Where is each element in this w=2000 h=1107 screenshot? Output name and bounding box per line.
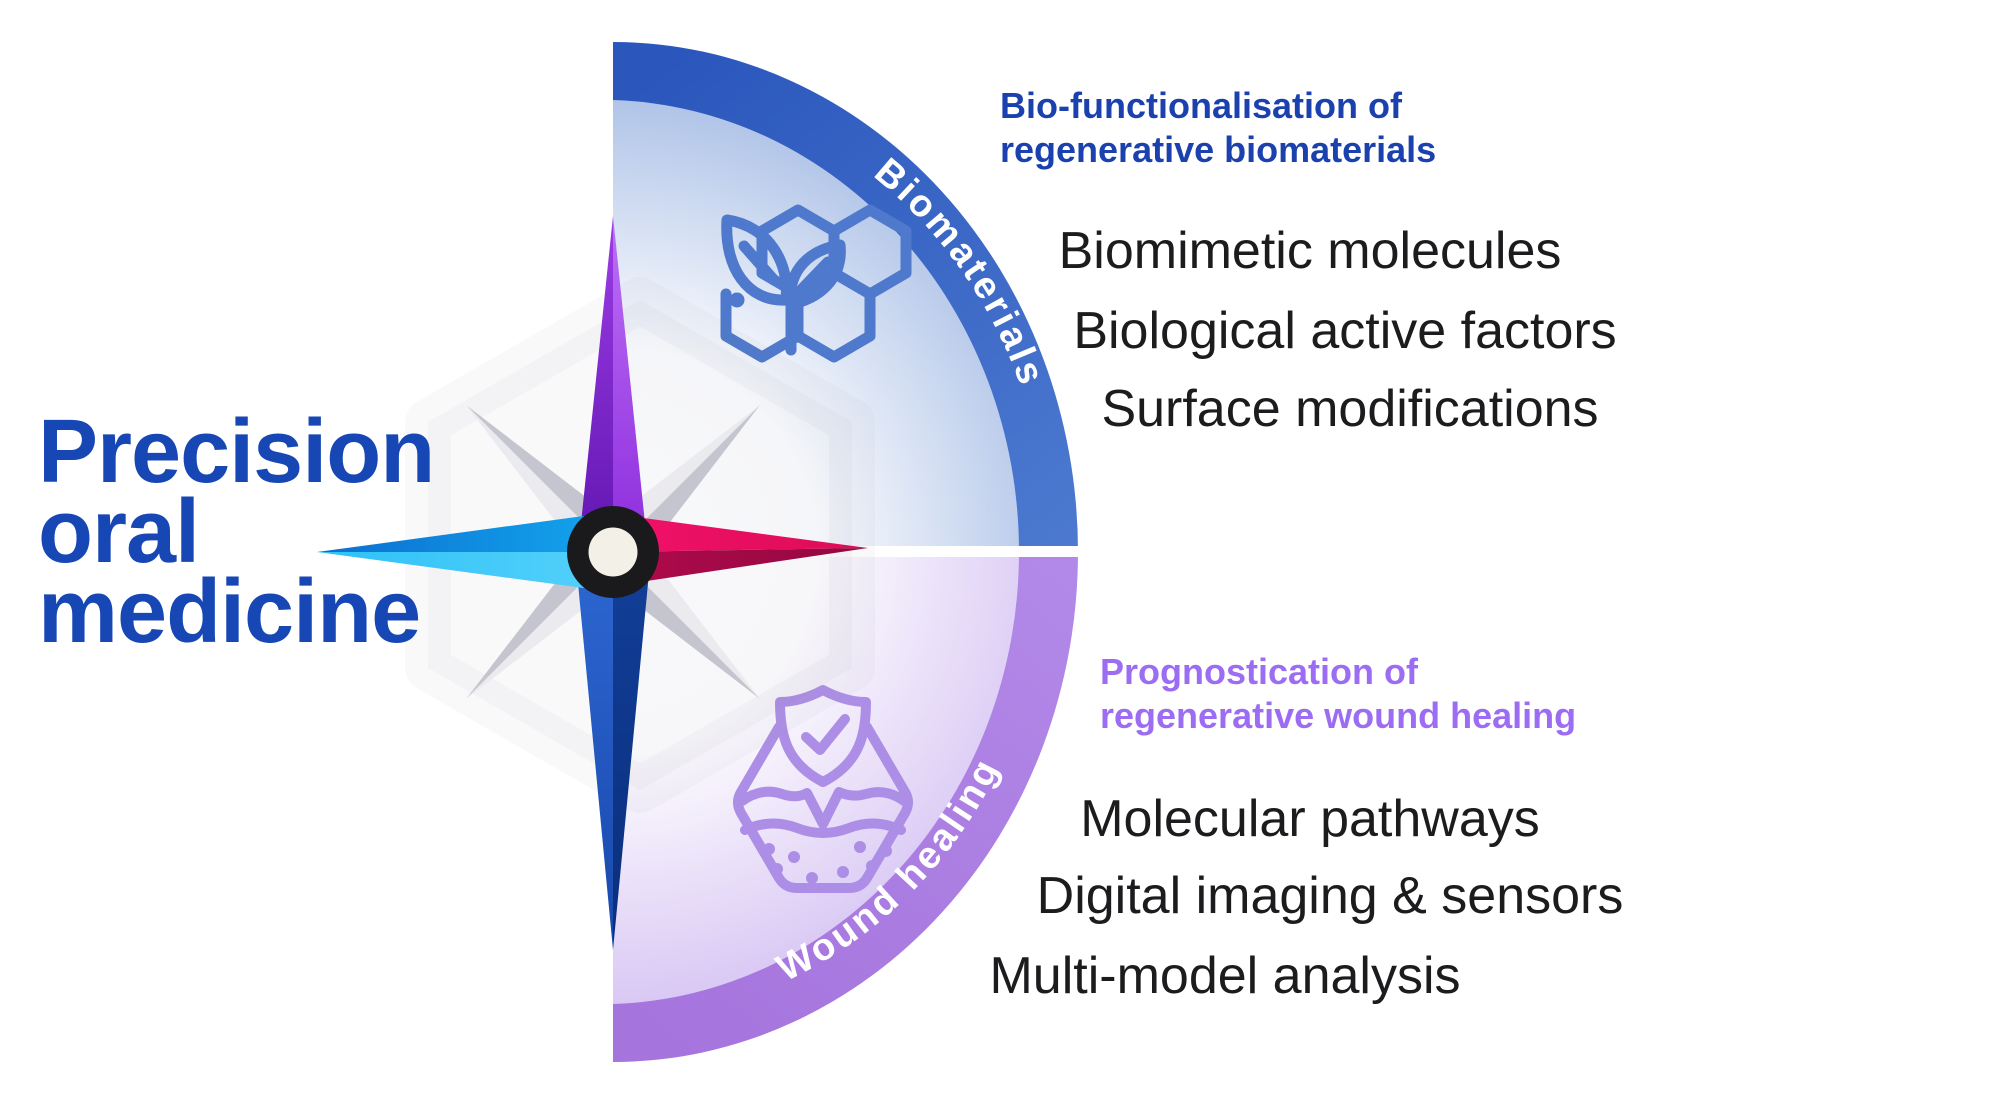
wound-healing-heading: Prognostication of regenerative wound he… bbox=[1100, 650, 1576, 738]
page-title: Precision oral medicine bbox=[38, 402, 435, 662]
wound-healing-heading-line: Prognostication of bbox=[1100, 651, 1418, 692]
biomaterials-item: Biological active factors bbox=[1073, 302, 1617, 360]
compass-rose-icon bbox=[317, 216, 868, 950]
wound-healing-item: Multi-model analysis bbox=[989, 947, 1461, 1005]
plant-biomaterial-scaffold-icon bbox=[720, 204, 912, 363]
biomaterials-heading-line: regenerative biomaterials bbox=[1000, 129, 1437, 170]
wound-healing-heading-line: regenerative wound healing bbox=[1100, 695, 1577, 736]
title-line: oral bbox=[38, 482, 200, 582]
east-needle bbox=[613, 514, 868, 552]
wound-healing-item: Molecular pathways bbox=[1080, 790, 1540, 848]
north-needle bbox=[578, 216, 613, 552]
wound-healing-shield-check-icon bbox=[733, 685, 913, 893]
west-needle bbox=[317, 512, 613, 552]
biomaterials-heading-line: Bio-functionalisation of bbox=[1000, 85, 1402, 126]
wound-healing-item: Digital imaging & sensors bbox=[1036, 867, 1624, 925]
biomaterials-heading: Bio-functionalisation of regenerative bi… bbox=[1000, 84, 1436, 172]
equator-divider bbox=[605, 546, 1105, 557]
wound-healing-arc-band bbox=[613, 552, 1078, 1062]
south-needle bbox=[575, 552, 613, 950]
title-line: Precision bbox=[38, 402, 435, 502]
biomaterials-arc-band bbox=[613, 42, 1078, 552]
biomaterials-item: Biomimetic molecules bbox=[1058, 222, 1562, 280]
biomaterials-item: Surface modifications bbox=[1101, 380, 1599, 438]
title-line: medicine bbox=[38, 562, 421, 662]
